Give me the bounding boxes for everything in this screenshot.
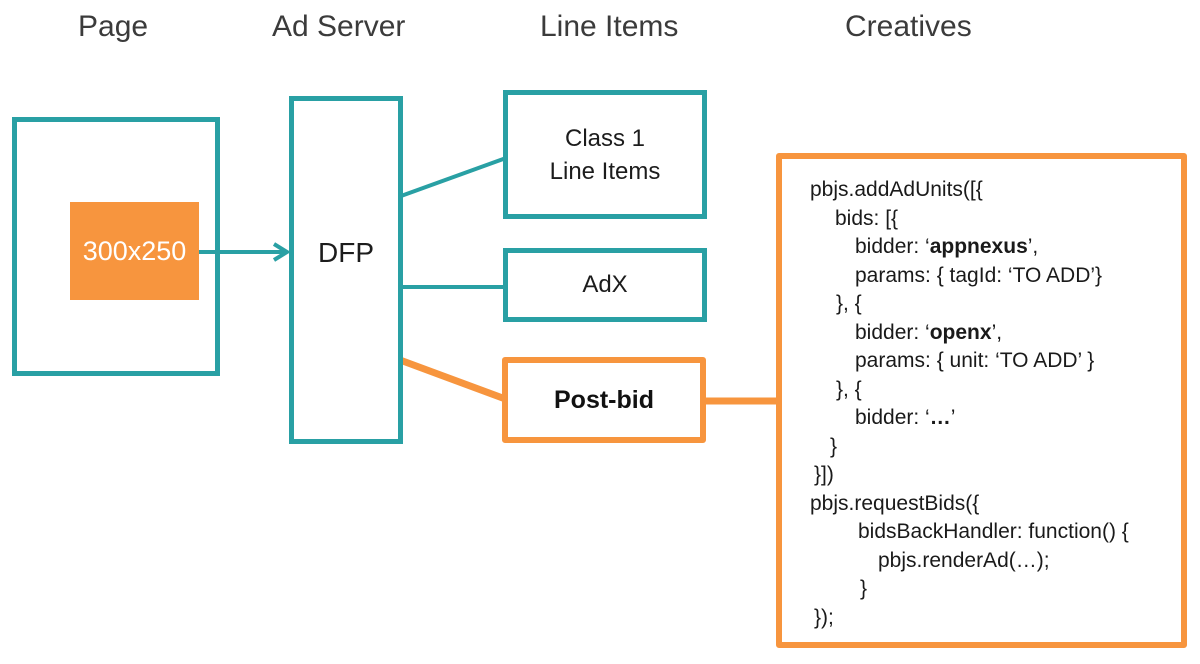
code-line: }); xyxy=(814,605,834,629)
code-line: }, { xyxy=(836,377,862,401)
adx-box: AdX xyxy=(503,248,707,322)
code-line: } xyxy=(830,434,838,458)
arrow-page-to-dfp-head xyxy=(272,242,291,262)
class1-line-items-box: Class 1 Line Items xyxy=(503,90,707,219)
connector-dfp-to-class1 xyxy=(400,156,507,198)
column-header-page: Page xyxy=(78,10,149,43)
code-line: pbjs.requestBids({ xyxy=(810,491,980,515)
column-header-creatives: Creatives xyxy=(845,10,972,43)
class1-label-line1: Class 1 xyxy=(564,124,646,152)
postbid-box: Post-bid xyxy=(502,357,706,443)
page-box xyxy=(12,117,220,376)
code-line: pbjs.addAdUnits([{ xyxy=(810,178,983,201)
code-block: pbjs.addAdUnits([{ bids: [{ bidder: ‘appne… xyxy=(782,159,1181,632)
class1-label-line2: Line Items xyxy=(549,157,661,185)
code-line: params: { unit: ‘TO ADD’ } xyxy=(855,349,1095,372)
code-line: bidder: ‘appnexus’, xyxy=(855,235,1039,258)
code-line: pbjs.renderAd(…); xyxy=(878,548,1050,572)
ad-slot-label: 300x250 xyxy=(82,235,187,266)
code-line: } xyxy=(860,577,868,600)
column-header-line-items: Line Items xyxy=(540,10,679,43)
code-line: }, { xyxy=(836,292,862,315)
code-line: bids: [{ xyxy=(835,206,899,230)
adx-label: AdX xyxy=(582,271,628,298)
code-line: params: { tagId: ‘TO ADD’} xyxy=(855,263,1103,287)
ad-slot-box: 300x250 xyxy=(70,202,199,300)
code-line: bidsBackHandler: function() { xyxy=(858,520,1129,543)
dfp-label: DFP xyxy=(318,237,374,268)
column-header-ad-server: Ad Server xyxy=(272,10,406,43)
code-line: bidder: ‘openx’, xyxy=(855,320,1003,344)
code-line: }]) xyxy=(814,463,834,486)
code-line: bidder: ‘…’ xyxy=(855,406,956,429)
postbid-label: Post-bid xyxy=(554,385,654,414)
dfp-box: DFP xyxy=(289,96,403,444)
connector-dfp-to-postbid xyxy=(398,356,510,404)
creatives-box: pbjs.addAdUnits([{ bids: [{ bidder: ‘appne… xyxy=(776,153,1187,648)
